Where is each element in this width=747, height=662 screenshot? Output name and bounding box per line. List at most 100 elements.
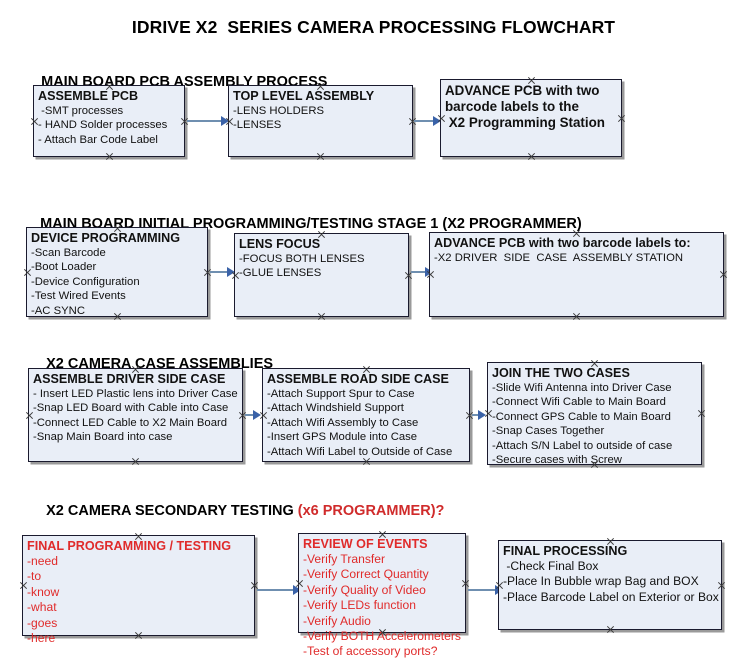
- flow-box-line: -Verify Transfer: [303, 552, 385, 566]
- flow-box-title: ASSEMBLE DRIVER SIDE CASE: [33, 372, 226, 386]
- flow-box-line: -Check Final Box: [503, 559, 599, 573]
- flow-box-join-the-two-cases[interactable]: JOIN THE TWO CASES -Slide Wifi Antenna i…: [484, 359, 702, 466]
- connection-handle-top[interactable]: [316, 82, 325, 91]
- flow-box-line: -AC SYNC: [31, 304, 85, 317]
- flow-box-line: -goes: [27, 615, 58, 630]
- connection-handle-left[interactable]: [25, 411, 34, 420]
- connection-handle-bottom[interactable]: [317, 312, 326, 321]
- connection-handle-right[interactable]: [697, 409, 706, 418]
- flow-box-line: -Insert GPS Module into Case: [267, 431, 418, 444]
- flow-box-line: -Scan Barcode: [31, 247, 106, 259]
- arrow-head: [293, 585, 301, 595]
- flow-box-line: -Snap Main Board into case: [33, 431, 173, 444]
- connection-handle-left[interactable]: [30, 117, 39, 126]
- connection-handle-top[interactable]: [572, 229, 581, 238]
- flow-box-line: -Attach Wifi Label to Outside of Case: [267, 445, 453, 458]
- connection-handle-bottom[interactable]: [527, 152, 536, 161]
- flow-box-line: -LENS HOLDERS: [233, 105, 325, 117]
- flow-box-title: ASSEMBLE ROAD SIDE CASE: [267, 372, 449, 386]
- connection-handle-bottom[interactable]: [113, 312, 122, 321]
- flow-box-advance-pcb-driver-side-case[interactable]: ADVANCE PCB with two barcode labels to: …: [429, 232, 724, 317]
- flow-box-line: -LENSES: [233, 119, 282, 132]
- flow-box-final-programming-testing[interactable]: FINAL PROGRAMMING / TESTING -need -to -k…: [19, 532, 255, 645]
- connection-handle-bottom[interactable]: [590, 460, 599, 469]
- flow-box-title: LENS FOCUS: [239, 237, 321, 251]
- arrow-shaft: [472, 414, 478, 416]
- flow-box-title: TOP LEVEL ASSEMBLY: [233, 89, 375, 103]
- connection-handle-right[interactable]: [719, 270, 728, 279]
- arrow-head: [253, 410, 261, 420]
- arrow-shaft: [411, 271, 425, 273]
- connection-handle-left[interactable]: [295, 579, 304, 588]
- connection-handle-top[interactable]: [131, 365, 140, 374]
- flow-box-advance-pcb-programming-station[interactable]: ADVANCE PCB with two barcode labels to t…: [440, 79, 622, 157]
- flow-box-title: FINAL PROGRAMMING / TESTING: [27, 539, 232, 553]
- connection-handle-left[interactable]: [437, 114, 446, 123]
- flow-box-line: -Connect GPS Cable to Main Board: [492, 410, 671, 423]
- flow-box-line: -Verify BOTH Accelerometers: [303, 629, 461, 644]
- flow-box-title: ADVANCE PCB with two barcode labels to:: [434, 236, 691, 250]
- connection-handle-bottom[interactable]: [378, 628, 387, 637]
- flow-box-line: -what: [27, 600, 57, 615]
- connection-handle-top[interactable]: [590, 359, 599, 368]
- connection-handle-top[interactable]: [113, 224, 122, 233]
- flow-box-line: -Verify Quality of Video: [303, 582, 426, 597]
- flow-box-line: -need: [27, 554, 58, 568]
- flow-box-line: -Verify Correct Quantity: [303, 567, 429, 582]
- flow-box-line-overflow: -Test of accessory ports?: [303, 644, 438, 659]
- flow-box-line: -Verify LEDs function: [303, 598, 416, 613]
- connection-handle-left[interactable]: [231, 271, 240, 280]
- connection-handle-bottom[interactable]: [362, 457, 371, 466]
- connection-handle-bottom[interactable]: [105, 152, 114, 161]
- connection-handle-left[interactable]: [19, 581, 28, 590]
- connection-handle-top[interactable]: [134, 532, 143, 541]
- flow-box-title: DEVICE PROGRAMMING: [31, 231, 181, 245]
- connection-handle-bottom[interactable]: [316, 152, 325, 161]
- connection-handle-right[interactable]: [717, 581, 726, 590]
- connection-handle-right[interactable]: [617, 114, 626, 123]
- connection-handle-left[interactable]: [495, 581, 504, 590]
- flow-box-device-programming[interactable]: DEVICE PROGRAMMING -Scan Barcode -Boot L…: [26, 227, 208, 317]
- flow-box-title: ADVANCE PCB with two: [445, 83, 600, 98]
- connector-arrow-final-programming-to-review: [257, 585, 301, 595]
- connection-handle-left[interactable]: [259, 411, 268, 420]
- arrow-shaft: [257, 589, 293, 591]
- connector-arrow-road-case-to-join-cases: [472, 410, 486, 420]
- flow-box-line: -Snap Cases Together: [492, 425, 605, 438]
- flow-box-line: - Attach Bar Code Label: [38, 133, 158, 146]
- connection-handle-bottom[interactable]: [572, 312, 581, 321]
- connection-handle-left[interactable]: [225, 117, 234, 126]
- section-header-text: X2 CAMERA SECONDARY TESTING: [46, 503, 298, 519]
- connection-handle-top[interactable]: [606, 537, 615, 546]
- flow-box-assemble-road-side-case[interactable]: ASSEMBLE ROAD SIDE CASE -Attach Support …: [262, 368, 470, 462]
- flow-box-assemble-driver-side-case[interactable]: ASSEMBLE DRIVER SIDE CASE - Insert LED P…: [28, 368, 243, 462]
- flow-box-line: -Verify Audio: [303, 613, 371, 628]
- flow-box-review-of-events[interactable]: REVIEW OF EVENTS -Verify Transfer -Verif…: [295, 530, 466, 658]
- connection-handle-left[interactable]: [426, 270, 435, 279]
- flow-box-assemble-pcb[interactable]: ASSEMBLE PCB -SMT processes - HAND Solde…: [33, 85, 185, 157]
- connection-handle-top[interactable]: [105, 82, 114, 91]
- connection-handle-top[interactable]: [317, 230, 326, 239]
- connection-handle-top[interactable]: [378, 530, 387, 539]
- connection-handle-bottom[interactable]: [131, 457, 140, 466]
- flow-box-line: -know: [27, 584, 60, 599]
- connection-handle-left[interactable]: [23, 268, 32, 277]
- connection-handle-top[interactable]: [362, 365, 371, 374]
- flow-box-line: -X2 DRIVER SIDE CASE ASSEMBLY STATION: [434, 252, 684, 264]
- flow-box-line: -Boot Loader: [31, 261, 97, 274]
- connection-handle-bottom[interactable]: [606, 625, 615, 634]
- connection-handle-bottom[interactable]: [134, 631, 143, 640]
- section-header-x2-camera-secondary-testing: X2 CAMERA SECONDARY TESTING (x6 PROGRAMM…: [30, 487, 444, 535]
- flow-box-lens-focus[interactable]: LENS FOCUS -FOCUS BOTH LENSES -GLUE LENS…: [234, 233, 409, 317]
- arrow-head: [478, 410, 486, 420]
- flow-box-top-level-assembly[interactable]: TOP LEVEL ASSEMBLY -LENS HOLDERS -LENSES: [228, 85, 413, 157]
- flow-box-line: -Connect Wifi Cable to Main Board: [492, 396, 666, 409]
- arrow-shaft: [414, 120, 433, 122]
- section-header-accent-text: (x6 PROGRAMMER)?: [297, 503, 445, 519]
- connection-handle-top[interactable]: [527, 76, 536, 85]
- flow-box-final-processing[interactable]: FINAL PROCESSING -Check Final Box -Place…: [498, 540, 722, 630]
- flow-box-line: barcode labels to the: [445, 99, 579, 114]
- connection-handle-left[interactable]: [484, 409, 493, 418]
- connector-arrow-driver-case-to-road-case: [245, 410, 261, 420]
